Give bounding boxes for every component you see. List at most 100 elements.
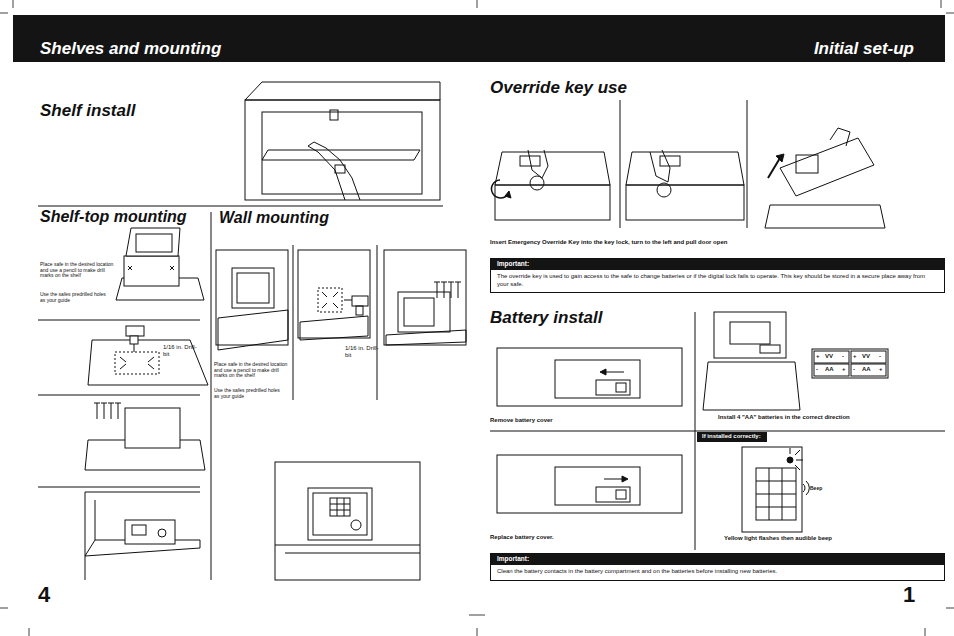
polarity-sign: + (816, 353, 820, 360)
line-art-part (125, 520, 175, 544)
line-art-part (262, 150, 420, 160)
line-art-part (330, 110, 338, 120)
line-art-part (830, 128, 850, 146)
shelf-install-art (245, 82, 440, 200)
line-art-part (616, 383, 626, 392)
line-art-part (616, 490, 626, 499)
line-art-part (298, 250, 370, 338)
drill-size: 1/16 in. Drill-bit (163, 344, 197, 357)
line-art-part (308, 488, 372, 540)
line-art-part (620, 100, 621, 228)
line-art-part (85, 492, 86, 580)
polarity-sign: + (879, 366, 883, 373)
line-art-part (747, 100, 748, 228)
line-art-part (322, 292, 338, 308)
step-caption: Replace battery cover. (490, 534, 554, 541)
line-art-part (0, 13, 8, 14)
sound-label: Beep (810, 486, 822, 492)
line-art-part (596, 487, 630, 502)
wall-mount-art (216, 250, 466, 580)
line-art-part (555, 467, 640, 505)
line-art-part (38, 320, 200, 321)
line-art-part (742, 447, 802, 532)
line-art-part (604, 372, 624, 373)
line-art-part (245, 82, 440, 100)
line-art-part (115, 352, 159, 374)
line-art-part (497, 455, 682, 513)
line-art-part (300, 316, 368, 340)
line-art-part (851, 351, 886, 363)
line-art-part (851, 364, 886, 376)
status-tag: If installed correctly: (697, 432, 767, 442)
line-art-part (330, 498, 350, 516)
line-art-part (555, 360, 640, 398)
line-art-part (285, 553, 420, 554)
line-art-part (796, 155, 818, 173)
line-art-part (97, 403, 118, 419)
line-art-part (780, 138, 874, 196)
section-heading: Shelf-top mounting (40, 208, 187, 226)
battery-type: VV (825, 353, 833, 360)
line-art-part (790, 448, 803, 470)
line-art-part (124, 256, 179, 286)
line-art-part (946, 608, 954, 609)
line-art-part (803, 481, 809, 495)
line-art-part (941, 0, 942, 8)
line-art-part (134, 344, 135, 352)
line-art-part (330, 498, 350, 516)
polarity-sign: + (853, 353, 857, 360)
line-art-part (495, 152, 610, 185)
line-art-part (95, 500, 96, 540)
line-art-part (94, 403, 121, 404)
line-art-part (13, 0, 14, 8)
line-art-part (318, 288, 342, 312)
line-art-part (38, 487, 200, 488)
step-caption: Remove battery cover (490, 417, 553, 424)
notice-heading: Important: (491, 554, 944, 565)
line-art-part (38, 206, 443, 207)
line-art-part (505, 191, 511, 198)
line-art-part (730, 322, 770, 344)
header-band: Shelves and mountingInitial set-up (13, 15, 945, 62)
line-art-part (335, 165, 345, 173)
line-art-part (308, 142, 360, 200)
line-art-part (313, 493, 367, 535)
step-caption: Yellow light flashes then audible beep (724, 535, 832, 542)
line-art-part (765, 205, 885, 228)
polarity-sign: - (879, 353, 881, 360)
page-number: 4 (38, 584, 50, 606)
notice-heading: Important: (491, 259, 944, 270)
notice-body: Clean the battery contacts in the batter… (491, 565, 944, 580)
step-note: Place safe in the desired location and u… (40, 262, 118, 279)
notice-box: Important:Clean the battery contacts in … (490, 553, 945, 581)
line-art-part (497, 348, 682, 406)
line-art-part (352, 296, 368, 306)
line-art-part (814, 364, 849, 376)
line-art-part (657, 183, 671, 197)
line-art-part (237, 273, 269, 303)
line-art-part (351, 520, 361, 530)
line-art-part (377, 245, 378, 400)
line-art-part (477, 0, 478, 8)
line-art-part (768, 158, 780, 178)
line-art-part (293, 245, 294, 400)
line-art-part (88, 340, 208, 385)
line-art-part (404, 298, 434, 326)
line-art-part (756, 468, 796, 520)
line-art-part (275, 462, 420, 580)
battery-type: AA (862, 366, 871, 373)
line-art-part (437, 282, 458, 298)
drill-size: 1/16 in. Drill-bit (345, 345, 379, 358)
line-art-part (604, 479, 624, 480)
battery-art (497, 312, 888, 532)
line-art-part (216, 250, 288, 345)
line-art-part (128, 266, 174, 270)
line-art-part (528, 150, 548, 178)
line-art-part (245, 100, 440, 200)
line-art-part (714, 312, 786, 358)
line-art-part (158, 529, 166, 537)
line-art-part (130, 336, 138, 344)
line-art-part (787, 457, 793, 463)
